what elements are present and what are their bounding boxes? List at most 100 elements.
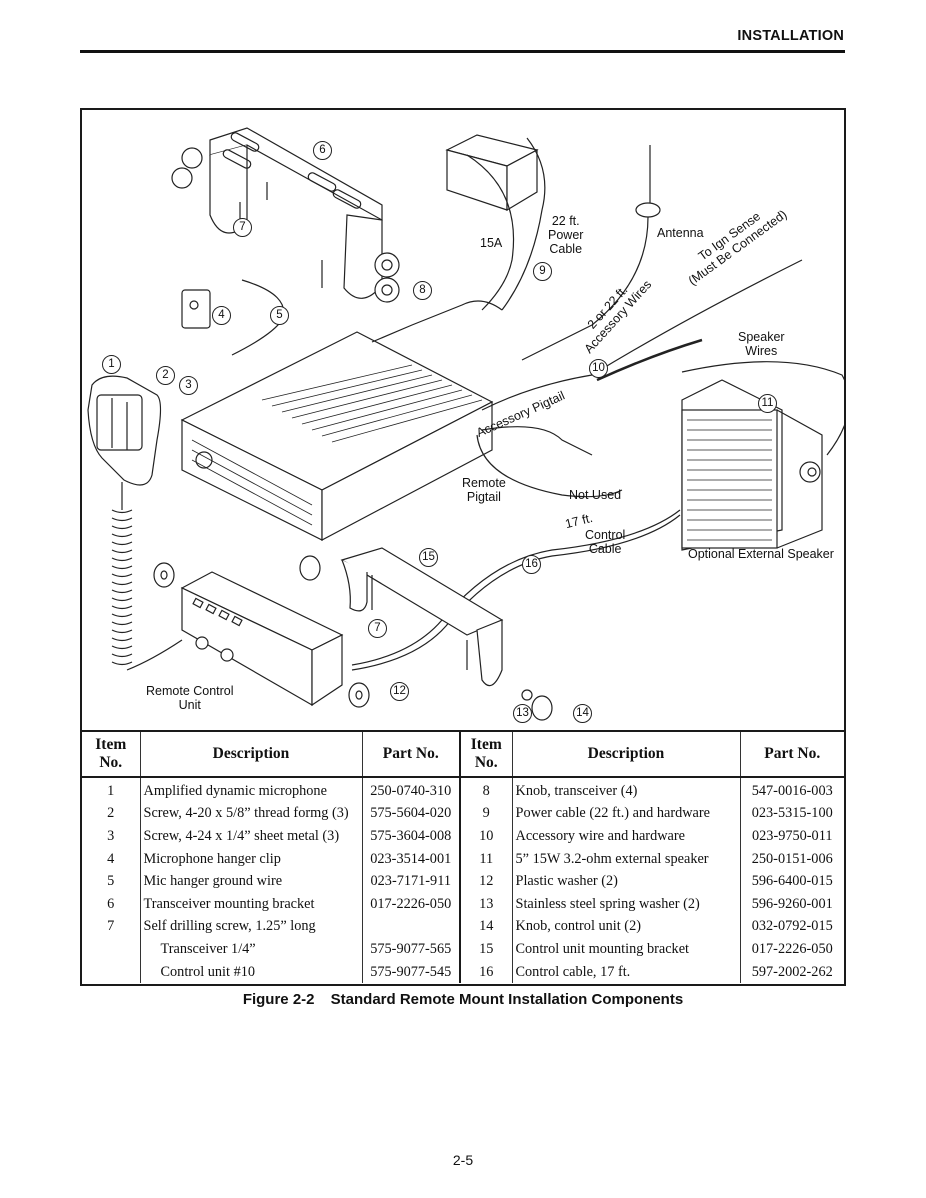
part-number: 017-2226-050 xyxy=(361,892,460,916)
control-cable xyxy=(351,509,681,671)
figure-number: Figure 2-2 xyxy=(242,991,315,1008)
part-number: 575-9077-565 xyxy=(361,938,460,961)
item-description: Control unit #10 xyxy=(139,960,362,984)
part-number: 596-6400-015 xyxy=(739,870,844,893)
callout-item-3: 3 xyxy=(179,376,198,395)
label-power-cable-line-1: 22 ft. xyxy=(551,214,580,228)
item-number: 7 xyxy=(107,918,115,935)
label-speaker-wires-line-1: Speaker xyxy=(738,330,785,344)
item-number: 6 xyxy=(107,895,115,912)
callout-item-9: 9 xyxy=(533,262,552,281)
header-part-no-right: Part No. xyxy=(739,731,844,778)
mic-hanger-clip xyxy=(181,279,285,356)
item-number: 11 xyxy=(459,847,512,871)
label-power-cable-line-3: Cable xyxy=(549,242,583,256)
part-number: 596-9260-001 xyxy=(739,892,844,916)
callout-item-8: 8 xyxy=(413,281,432,300)
item-description: Screw, 4-24 x 1/4” sheet metal (3) xyxy=(139,825,362,848)
antenna xyxy=(521,145,661,361)
part-number: 023-9750-011 xyxy=(739,825,844,848)
item-description: Microphone hanger clip xyxy=(139,847,362,871)
header-item-line-2: No. xyxy=(99,754,123,771)
label-speaker-wires-line-2: Wires xyxy=(745,344,778,358)
item-number: 1 xyxy=(107,782,115,799)
part-number xyxy=(361,915,460,939)
item-description: Control unit mounting bracket xyxy=(511,938,740,961)
part-number: 575-5604-020 xyxy=(361,802,460,826)
item-number: 3 xyxy=(107,827,115,844)
header-item-line-1: Item xyxy=(470,736,502,753)
item-number: 16 xyxy=(459,960,512,984)
accessory-wires xyxy=(591,259,844,456)
item-number xyxy=(82,961,140,984)
item-number: 4 xyxy=(107,850,115,867)
label-control-cable-line-2: Cable xyxy=(588,542,622,556)
label-fuse-15a: 15A xyxy=(480,236,503,250)
label-remote-pigtail: Remote Pigtail xyxy=(462,476,506,504)
part-number: 023-5315-100 xyxy=(739,802,844,826)
item-description: Knob, control unit (2) xyxy=(511,915,740,939)
part-number: 547-0016-003 xyxy=(739,777,844,803)
remote-control-unit xyxy=(153,562,370,708)
item-description: Power cable (22 ft.) and hardware xyxy=(511,802,740,826)
callout-item-5: 5 xyxy=(270,306,289,325)
item-description: Knob, transceiver (4) xyxy=(511,777,740,803)
page-number: 2-5 xyxy=(452,1152,474,1168)
item-number: 5 xyxy=(107,873,115,890)
item-description: Amplified dynamic microphone xyxy=(139,777,362,803)
callout-item-1: 1 xyxy=(102,355,121,374)
figure-caption: Figure 2-2 Standard Remote Mount Install… xyxy=(0,991,926,1008)
diagram-artwork xyxy=(87,127,844,721)
label-control-cable: Control Cable xyxy=(585,528,625,556)
callout-item-2: 2 xyxy=(156,366,175,385)
callout-item-14: 14 xyxy=(573,704,592,723)
callout-item-4: 4 xyxy=(212,306,231,325)
item-description: 5” 15W 3.2-ohm external speaker xyxy=(511,847,740,871)
header-description-left: Description xyxy=(139,731,362,778)
figure-frame: 15A 22 ft. Power Cable Antenna To Ign Se… xyxy=(80,108,846,986)
header-item-no-right: Item No. xyxy=(459,731,512,778)
label-not-used: Not Used xyxy=(569,488,622,502)
item-description: Accessory wire and hardware xyxy=(511,825,740,848)
item-number: 12 xyxy=(459,870,512,893)
item-description: Stainless steel spring washer (2) xyxy=(511,892,740,916)
figure-title: Standard Remote Mount Installation Compo… xyxy=(330,991,684,1008)
header-item-line-1: Item xyxy=(95,736,127,753)
item-description: Transceiver mounting bracket xyxy=(139,892,362,916)
item-number: 10 xyxy=(459,825,512,848)
label-optional-external-speaker: Optional External Speaker xyxy=(688,547,834,561)
external-speaker xyxy=(681,379,823,551)
part-number: 023-7171-911 xyxy=(361,870,460,893)
part-number: 575-9077-545 xyxy=(361,960,460,984)
callout-item-16: 16 xyxy=(522,555,541,574)
label-speaker-wires: Speaker Wires xyxy=(738,330,785,358)
item-description: Screw, 4-20 x 5/8” thread formg (3) xyxy=(139,802,362,826)
control-unit-mounting-bracket xyxy=(299,547,553,721)
item-number: 8 xyxy=(459,777,512,803)
callout-item-15: 15 xyxy=(419,548,438,567)
header-description-right: Description xyxy=(511,731,740,778)
item-number: 9 xyxy=(459,802,512,826)
item-description: Control cable, 17 ft. xyxy=(511,960,740,984)
part-number: 032-0792-015 xyxy=(739,915,844,939)
header-part-no-left: Part No. xyxy=(361,731,460,778)
label-antenna: Antenna xyxy=(657,226,704,240)
label-remote-control-unit-line-1: Remote Control xyxy=(146,684,234,698)
part-number: 023-3514-001 xyxy=(361,847,460,871)
running-head-section-title: INSTALLATION xyxy=(737,28,844,44)
table-header-row: Item No. Description Part No. Item No. D… xyxy=(82,731,844,778)
item-description: Plastic washer (2) xyxy=(511,870,740,893)
callout-item-10: 10 xyxy=(589,359,608,378)
part-number: 250-0151-006 xyxy=(739,847,844,871)
parts-list-table: Item No. Description Part No. Item No. D… xyxy=(82,730,844,984)
